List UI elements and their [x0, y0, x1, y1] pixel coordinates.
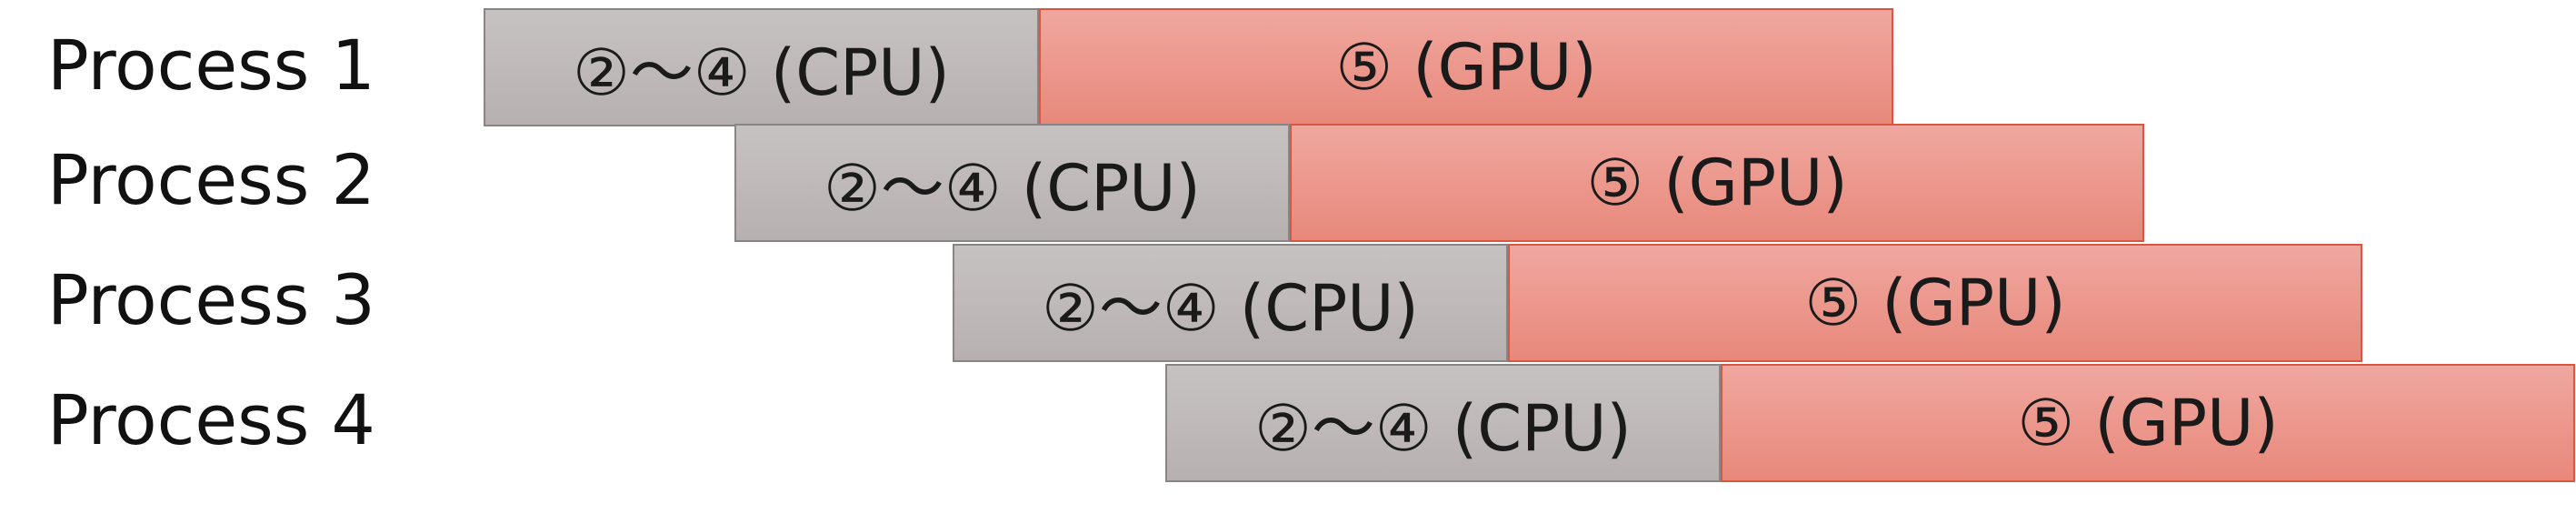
cpu-task-bar-1: ②～④ (CPU)	[484, 8, 1039, 126]
process-label-2: Process 2	[47, 139, 375, 220]
cpu-task-bar-3: ②～④ (CPU)	[953, 244, 1508, 362]
gpu-task-bar-4: ⑤ (GPU)	[1721, 364, 2575, 482]
cpu-task-bar-4: ②～④ (CPU)	[1165, 364, 1721, 482]
process-label-3: Process 3	[47, 259, 375, 340]
cpu-task-bar-2: ②～④ (CPU)	[734, 124, 1290, 242]
gpu-task-bar-2: ⑤ (GPU)	[1290, 124, 2144, 242]
gpu-task-bar-1: ⑤ (GPU)	[1039, 8, 1893, 126]
process-label-4: Process 4	[47, 379, 375, 460]
gpu-task-bar-3: ⑤ (GPU)	[1508, 244, 2362, 362]
process-label-1: Process 1	[47, 25, 375, 106]
